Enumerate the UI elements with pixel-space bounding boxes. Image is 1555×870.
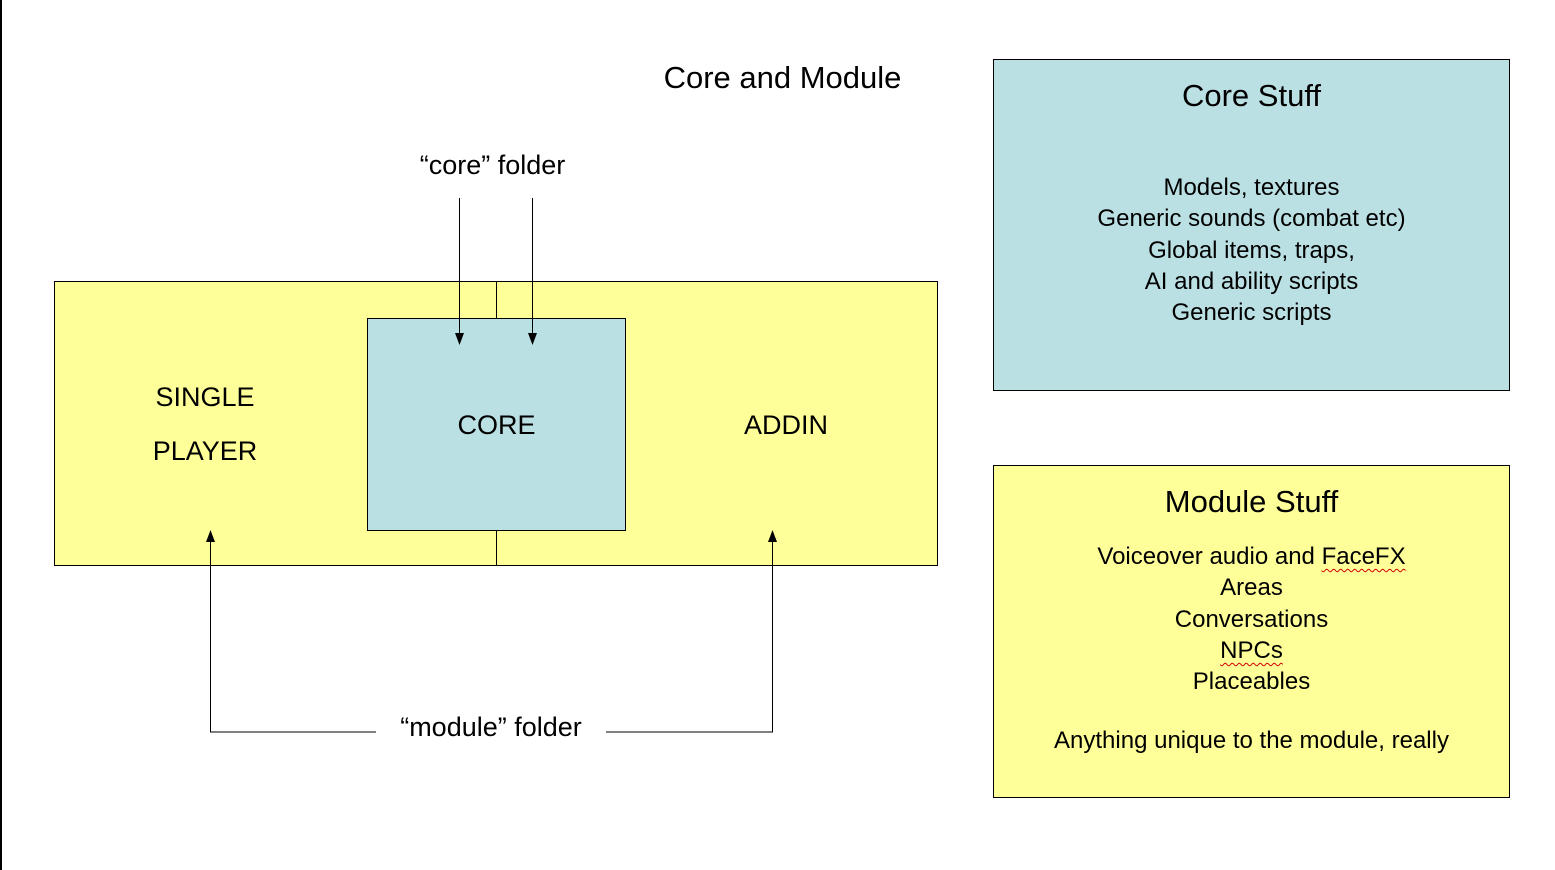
arrowhead-core-right xyxy=(528,333,537,345)
single-player-line1: SINGLE xyxy=(155,382,255,412)
list-item: Generic scripts xyxy=(1171,299,1332,327)
module-stuff-box: Module Stuff Voiceover audio and FaceFX … xyxy=(993,465,1510,798)
core-stuff-title: Core Stuff xyxy=(1181,78,1321,113)
module-stuff-list: Voiceover audio and FaceFX Areas Convers… xyxy=(994,541,1509,697)
single-player-line2: PLAYER xyxy=(152,436,258,466)
list-item: Models, textures xyxy=(1163,174,1340,201)
core-box xyxy=(367,318,626,531)
list-item: AI and ability scripts xyxy=(1144,267,1359,295)
list-item-text: Voiceover audio and xyxy=(1097,543,1322,570)
module-stuff-title: Module Stuff xyxy=(1164,484,1339,519)
core-stuff-list: Models, textures Generic sounds (combat … xyxy=(994,172,1509,328)
module-stuff-footer: Anything unique to the module, really xyxy=(1054,727,1449,755)
spellcheck-flagged-word: NPCs xyxy=(1220,636,1283,664)
list-item: Generic sounds (combat etc) xyxy=(1097,205,1406,233)
slide-left-border xyxy=(0,0,2,870)
core-stuff-box: Core Stuff Models, textures Generic soun… xyxy=(993,59,1510,391)
core-folder-label: “core” folder xyxy=(419,150,566,180)
single-player-label: SINGLE PLAYER xyxy=(105,370,305,478)
list-item: Voiceover audio and FaceFX xyxy=(994,541,1509,572)
module-folder-label: “module” folder xyxy=(376,712,606,743)
arrowhead-single-player xyxy=(206,530,215,542)
list-item: NPCs xyxy=(994,635,1509,666)
addin-label: ADDIN xyxy=(743,410,828,440)
core-label: CORE xyxy=(457,410,536,440)
arrowhead-core-left xyxy=(455,333,464,345)
list-item: Global items, traps, xyxy=(1148,236,1355,264)
list-item: Placeables xyxy=(1192,668,1311,696)
list-item: Areas xyxy=(1220,574,1283,602)
module-folder-line-right xyxy=(606,542,773,733)
list-item: Conversations xyxy=(1174,605,1329,633)
arrowhead-addin xyxy=(768,530,777,542)
diagram-title: Core and Module xyxy=(663,60,902,95)
module-folder-line-left xyxy=(210,542,378,733)
spellcheck-flagged-word: FaceFX xyxy=(1321,543,1406,570)
